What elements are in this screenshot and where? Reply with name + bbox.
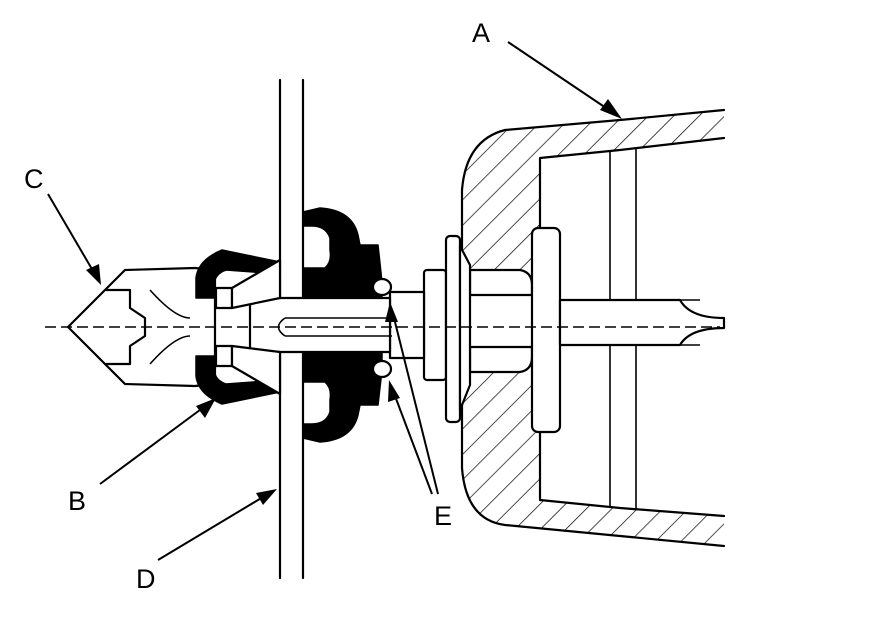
callout-e: E bbox=[434, 501, 452, 531]
rubber-grommet bbox=[302, 207, 383, 443]
callout-d: D bbox=[136, 564, 156, 594]
leader-line-a bbox=[507, 41, 622, 119]
retaining-balls-e bbox=[371, 277, 393, 379]
clip-arms-b bbox=[195, 249, 282, 405]
clip-neck bbox=[388, 234, 472, 424]
callout-c: C bbox=[24, 164, 44, 194]
leader-line-d bbox=[157, 489, 277, 561]
retainer-head bbox=[468, 226, 726, 434]
callout-b: B bbox=[68, 486, 86, 516]
leader-line-c bbox=[47, 193, 101, 285]
leader-line-b bbox=[99, 398, 216, 485]
clip-shaft bbox=[248, 296, 392, 354]
leader-line-e bbox=[385, 302, 439, 495]
callout-a: A bbox=[472, 18, 490, 48]
